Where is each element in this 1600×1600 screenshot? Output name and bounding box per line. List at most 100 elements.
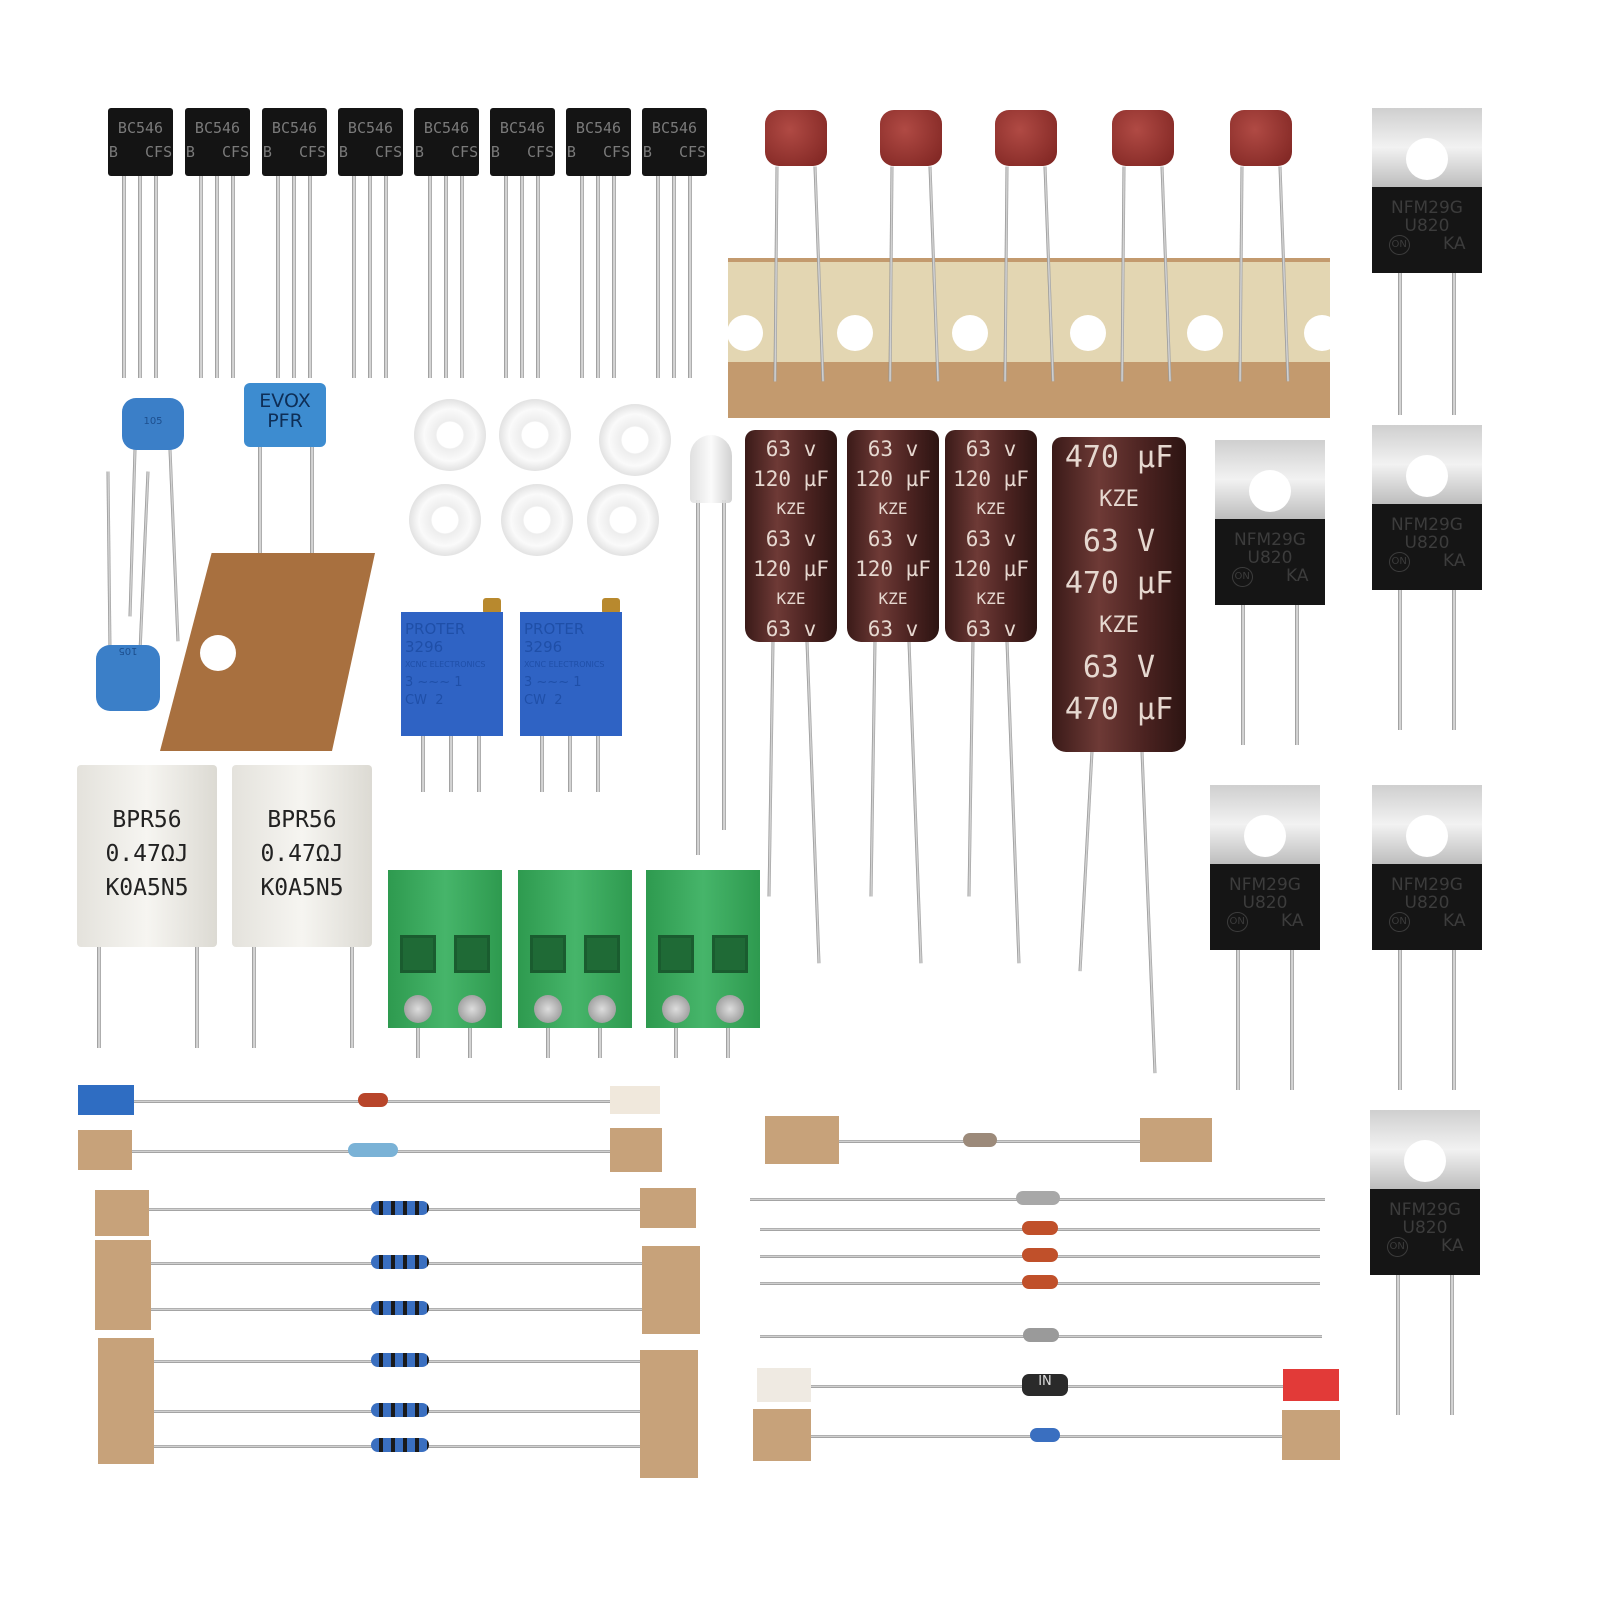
part-number: NFM29G xyxy=(1391,198,1463,219)
lot-code: KA xyxy=(1442,551,1466,572)
lead-wire xyxy=(215,175,219,378)
lead-wire xyxy=(421,735,425,792)
part-code: B CFS xyxy=(262,143,327,161)
resistor-blue xyxy=(371,1201,429,1215)
lead-wire xyxy=(128,449,137,617)
tape-left xyxy=(78,1130,132,1170)
lead-wire xyxy=(1005,641,1021,964)
on-logo: ON xyxy=(1388,552,1410,573)
cap-tape-paper xyxy=(728,262,1330,362)
transistor-bc546: BC546 B CFS xyxy=(262,108,327,176)
nylon-washer xyxy=(409,484,481,556)
part-code: B CFS xyxy=(108,143,173,161)
trimmer-brand: PROTER xyxy=(405,620,466,638)
part-code: B CFS xyxy=(338,143,403,161)
lead-wire xyxy=(368,175,372,378)
lead-wire xyxy=(352,175,356,378)
part-number: BC546 xyxy=(117,119,164,137)
cap-capacitance: 120 µF xyxy=(753,467,829,491)
cap-capacitance: 120 µF xyxy=(855,467,931,491)
part-number: NFM29G xyxy=(1389,1200,1461,1221)
trimmer-pin-diagram: 3 ~~~ 1 xyxy=(405,675,463,690)
on-logo: ON xyxy=(1388,235,1410,256)
cap-capacitance: 120 µF xyxy=(855,557,931,581)
resistor-part: BPR56 xyxy=(267,807,337,833)
nylon-washer xyxy=(501,484,573,556)
cap-voltage: 63 v xyxy=(867,527,919,551)
tape-right xyxy=(1282,1410,1340,1460)
cap-voltage: 63 v xyxy=(867,437,919,461)
date-code: U820 xyxy=(1247,548,1293,569)
on-logo: ON xyxy=(1388,912,1410,933)
cap-capacitance: 120 µF xyxy=(953,467,1029,491)
diode-glass xyxy=(1015,1191,1060,1205)
trimmer-pin-labels: CW 2 xyxy=(524,693,563,708)
diode-orange xyxy=(1022,1275,1058,1289)
lead-wire xyxy=(596,175,600,378)
lead-wire xyxy=(520,175,524,378)
nylon-washer xyxy=(499,399,571,471)
lead-wire xyxy=(276,175,280,378)
part-number: NFM29G xyxy=(1229,875,1301,896)
part-code: B CFS xyxy=(642,143,707,161)
cap-series: KZE xyxy=(878,589,908,608)
lead-wire xyxy=(696,500,700,855)
part-number: BC546 xyxy=(499,119,546,137)
ceramic-capacitor-red xyxy=(1112,110,1174,166)
lead-wire xyxy=(231,175,235,378)
resistor-blue xyxy=(371,1301,429,1315)
nylon-washer xyxy=(587,484,659,556)
lead-wire xyxy=(656,175,660,378)
tape-right xyxy=(610,1086,660,1114)
tape-right xyxy=(610,1128,662,1172)
date-code: U820 xyxy=(1242,893,1288,914)
part-number: BC546 xyxy=(575,119,622,137)
lead-wire xyxy=(967,641,975,897)
lead-wire xyxy=(292,175,296,378)
tape-left xyxy=(765,1116,839,1164)
lead-wire xyxy=(568,735,572,792)
lead-wire xyxy=(468,1025,472,1058)
on-logo: ON xyxy=(1386,1237,1408,1258)
terminal-screw-slot xyxy=(530,935,566,973)
resistor-part: BPR56 xyxy=(112,807,182,833)
lead-wire xyxy=(199,175,203,378)
diode-orange xyxy=(1022,1248,1058,1262)
transistor-bc546: BC546 B CFS xyxy=(108,108,173,176)
trimmer-screw xyxy=(602,598,620,614)
trimmer-pin-diagram: 3 ~~~ 1 xyxy=(524,675,582,690)
lead-wire xyxy=(1398,590,1402,730)
cap-capacitance: 470 µF xyxy=(1064,692,1174,727)
terminal-screw xyxy=(534,995,562,1023)
lead-wire xyxy=(168,449,180,642)
date-code: U820 xyxy=(1404,893,1450,914)
lead-wire xyxy=(767,641,775,897)
trimmer-brand: PROTER xyxy=(524,620,585,638)
lead-wire xyxy=(726,1025,730,1058)
lead-wire xyxy=(122,175,126,378)
terminal-screw-slot xyxy=(400,935,436,973)
ceramic-capacitor-red xyxy=(995,110,1057,166)
lead-wire xyxy=(106,471,112,652)
tape-left xyxy=(757,1368,811,1402)
lead-wire xyxy=(805,641,821,964)
lead-wire xyxy=(688,175,692,378)
ceramic-capacitor-blue: 105 xyxy=(122,398,184,450)
cap-brand: EVOX xyxy=(259,390,311,412)
part-number: BC546 xyxy=(423,119,470,137)
part-number: BC546 xyxy=(271,119,318,137)
tape-left xyxy=(753,1409,811,1461)
lead-wire xyxy=(1452,950,1456,1090)
terminal-screw-slot xyxy=(712,935,748,973)
led-clear xyxy=(690,435,732,503)
lead-wire xyxy=(444,175,448,378)
lead-wire xyxy=(308,175,312,378)
tape-right xyxy=(1140,1118,1212,1162)
cap-series: KZE xyxy=(1099,487,1139,512)
terminal-screw-slot xyxy=(454,935,490,973)
